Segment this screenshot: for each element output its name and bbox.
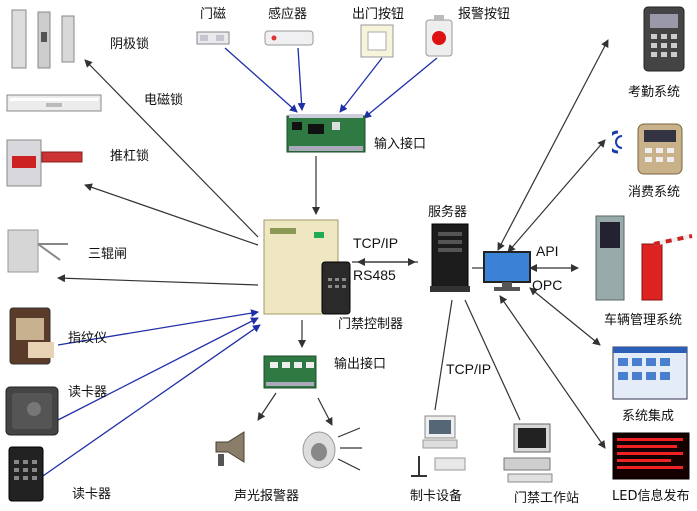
cathode-lock-device xyxy=(8,8,80,74)
card-reader-2-device xyxy=(8,446,44,502)
label-access-controller: 门禁控制器 xyxy=(338,317,404,332)
link-cathode-lock xyxy=(84,59,259,238)
horn-speaker-device xyxy=(210,428,250,468)
alarm-button-device xyxy=(424,14,454,58)
vehicle-barrier-device xyxy=(590,214,694,304)
push-bar-lock-device xyxy=(6,138,84,190)
card-issuing-device xyxy=(405,412,469,478)
label-system-integration: 系统集成 xyxy=(622,409,675,424)
label-card-reader-1: 读卡器 xyxy=(68,385,108,400)
label-fingerprint-reader: 指纹仪 xyxy=(68,331,108,346)
link-alarm-button xyxy=(363,57,438,119)
link-exit-button xyxy=(339,57,383,113)
output-interface-board xyxy=(262,350,318,392)
attendance-terminal-device xyxy=(640,6,688,74)
label-tcpip-top: TCP/IP xyxy=(353,235,399,251)
label-card-issuing-device: 制卡设备 xyxy=(410,489,463,504)
label-tcpip-bottom: TCP/IP xyxy=(446,361,492,377)
label-push-bar-lock: 推杠锁 xyxy=(110,149,150,164)
label-magnetic-contact: 门磁 xyxy=(200,7,227,22)
link-card-device xyxy=(434,299,453,411)
exit-button-device xyxy=(360,24,394,58)
link-card-reader-1 xyxy=(57,317,259,421)
system-integration-screen xyxy=(612,346,688,400)
label-sound-light-alarm: 声光报警器 xyxy=(234,489,300,504)
label-magnetic-lock: 电磁锁 xyxy=(144,93,184,108)
tripod-turnstile-device xyxy=(6,226,72,276)
link-card-reader-2 xyxy=(39,324,261,479)
label-card-reader-2: 读卡器 xyxy=(72,487,112,502)
label-alarm-button: 报警按钮 xyxy=(458,7,511,22)
label-consumption-system: 消费系统 xyxy=(628,185,681,200)
led-display-device xyxy=(612,432,690,480)
label-tripod-turnstile: 三辊闸 xyxy=(88,247,128,262)
access-controller-device xyxy=(262,218,352,318)
label-input-interface: 输入接口 xyxy=(374,137,427,152)
label-rs485: RS485 xyxy=(353,267,396,283)
label-exit-button: 出门按钮 xyxy=(352,7,405,22)
input-links xyxy=(39,47,438,479)
link-push-bar-lock xyxy=(84,183,259,246)
pc-monitor-device xyxy=(482,250,532,292)
sensor-device xyxy=(264,28,314,48)
label-cathode-lock: 阴极锁 xyxy=(110,37,150,52)
label-led-info: LED信息发布 xyxy=(612,489,690,504)
magnetic-lock-device xyxy=(6,92,102,114)
link-alarm-right xyxy=(317,397,333,426)
label-vehicle-management: 车辆管理系统 xyxy=(604,313,683,328)
input-interface-board xyxy=(286,112,366,156)
card-reader-1-device xyxy=(4,385,60,437)
link-alarm-left xyxy=(257,392,277,421)
label-output-interface: 输出接口 xyxy=(334,357,387,372)
label-access-workstation: 门禁工作站 xyxy=(514,491,580,506)
link-magnetic-contact xyxy=(224,47,298,113)
label-server: 服务器 xyxy=(428,205,468,220)
strobe-light-device xyxy=(300,428,338,472)
consumption-terminal-device xyxy=(606,122,688,176)
magnetic-contact-device xyxy=(196,28,230,48)
alarm-rays xyxy=(337,427,362,471)
label-sensor: 感应器 xyxy=(268,7,308,22)
server-device xyxy=(428,222,472,294)
link-workstation xyxy=(464,299,521,421)
fingerprint-device xyxy=(6,306,58,368)
link-consumption xyxy=(507,139,606,253)
link-sensor xyxy=(297,47,306,111)
link-led xyxy=(499,295,606,449)
label-opc: OPC xyxy=(532,277,563,293)
label-api: API xyxy=(536,243,559,259)
link-turnstile xyxy=(57,274,259,286)
label-attendance-system: 考勤系统 xyxy=(628,85,681,100)
output-links xyxy=(57,39,609,449)
link-fingerprint xyxy=(57,309,259,346)
access-workstation-device xyxy=(500,422,558,486)
